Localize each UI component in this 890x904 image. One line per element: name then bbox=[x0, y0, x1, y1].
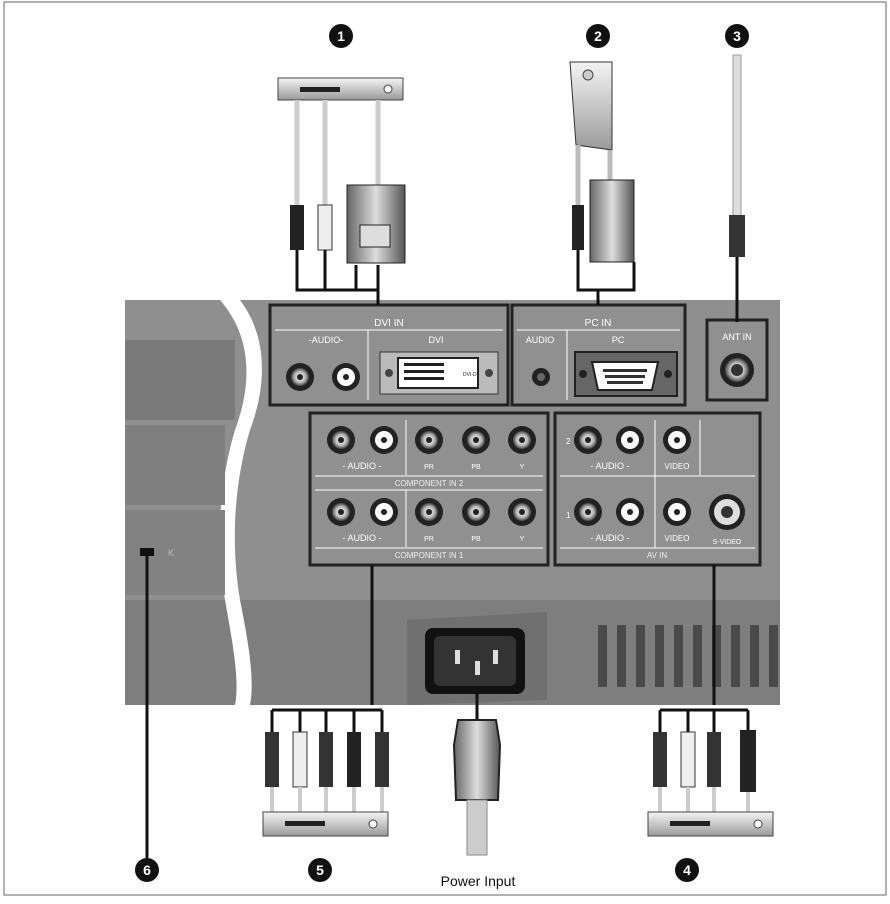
dvi-cables bbox=[294, 100, 381, 210]
comp2-title: COMPONENT IN 2 bbox=[395, 479, 464, 488]
power-plug bbox=[452, 719, 502, 856]
callout-5: 5 bbox=[308, 858, 332, 882]
av2-audio-label: - AUDIO - bbox=[590, 461, 629, 471]
pc-audio-label: AUDIO bbox=[526, 335, 555, 345]
av1-audio-label: - AUDIO - bbox=[590, 533, 629, 543]
svg-text:5: 5 bbox=[316, 862, 324, 878]
pc-in-panel: PC IN AUDIO PC bbox=[510, 303, 687, 407]
power-input-label: Power Input bbox=[441, 873, 516, 889]
comp2-y-label: Y bbox=[520, 464, 525, 471]
av-device bbox=[647, 811, 774, 837]
dvi-in-panel: DVI IN -AUDIO- DVI DVI-D bbox=[268, 303, 510, 407]
comp1-y-label: Y bbox=[520, 536, 525, 543]
dvi-device bbox=[277, 77, 404, 101]
ant-in-title: ANT IN bbox=[722, 332, 751, 342]
pc-in-title: PC IN bbox=[585, 318, 612, 329]
av-row2-number: 2 bbox=[566, 437, 571, 446]
pc-port-label: PC bbox=[612, 335, 625, 345]
dvi-audio-label: -AUDIO- bbox=[309, 335, 344, 345]
svg-text:K: K bbox=[168, 548, 174, 558]
svg-text:1: 1 bbox=[337, 28, 345, 44]
svg-text:3: 3 bbox=[733, 28, 741, 44]
dvi-port-label: DVI bbox=[428, 335, 443, 345]
pc-device bbox=[569, 61, 613, 151]
component-in-panel: - AUDIO - PR PB Y COMPONENT IN 2 - AUDIO… bbox=[308, 411, 550, 567]
av1-video-label: VIDEO bbox=[665, 534, 690, 543]
av-svideo-label: S-VIDEO bbox=[713, 539, 742, 546]
av-in-title: AV IN bbox=[647, 551, 668, 560]
comp2-pb-label: PB bbox=[471, 464, 481, 471]
comp2-pr-label: PR bbox=[424, 464, 434, 471]
component-device bbox=[262, 811, 389, 837]
callout-2: 2 bbox=[586, 24, 610, 48]
callout-4: 4 bbox=[675, 858, 699, 882]
svg-text:6: 6 bbox=[143, 862, 151, 878]
av-row1-number: 1 bbox=[566, 511, 571, 520]
dvi-in-title: DVI IN bbox=[374, 318, 403, 329]
callout-6: 6 bbox=[135, 858, 159, 882]
av-in-panel: 2 - AUDIO - VIDEO 1 - AUDIO - VIDEO S-VI… bbox=[553, 411, 762, 567]
comp1-audio-label: - AUDIO - bbox=[342, 533, 381, 543]
svg-text:4: 4 bbox=[683, 862, 691, 878]
component-plugs bbox=[265, 731, 389, 788]
dvi-plugs bbox=[290, 184, 406, 264]
av2-video-label: VIDEO bbox=[665, 462, 690, 471]
ant-in-panel: ANT IN bbox=[705, 318, 769, 402]
av-plugs bbox=[653, 730, 756, 792]
comp1-pb-label: PB bbox=[471, 536, 481, 543]
comp2-audio-label: - AUDIO - bbox=[342, 461, 381, 471]
power-socket bbox=[407, 612, 547, 705]
comp1-title: COMPONENT IN 1 bbox=[395, 551, 464, 560]
svg-text:2: 2 bbox=[594, 28, 602, 44]
callout-1: 1 bbox=[329, 24, 353, 48]
callout-3: 3 bbox=[725, 24, 749, 48]
dvi-port-mark: DVI-D bbox=[463, 372, 477, 378]
comp1-pr-label: PR bbox=[424, 536, 434, 543]
